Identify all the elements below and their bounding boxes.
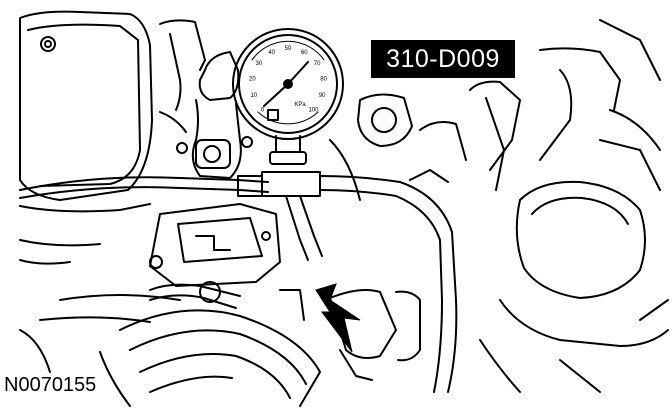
gauge-dial-number: 30 bbox=[256, 61, 263, 67]
gauge-dial-number: 0 bbox=[261, 108, 265, 114]
fuel-pressure-gauge-icon bbox=[232, 28, 344, 165]
gauge-tee bbox=[261, 171, 321, 197]
gauge-dial-number: 40 bbox=[268, 50, 275, 56]
air-intake-duct bbox=[119, 309, 321, 407]
gauge-dial-number: 70 bbox=[314, 61, 321, 67]
left-housing bbox=[19, 10, 153, 201]
gauge-dial-number: 20 bbox=[249, 76, 256, 82]
tool-label: 310-D009 bbox=[386, 45, 500, 73]
gauge-dial-number: 80 bbox=[320, 76, 327, 82]
tool-label-background bbox=[371, 40, 515, 78]
gauge-dial-number: 60 bbox=[301, 50, 308, 56]
callout-arrow-icon bbox=[315, 283, 361, 353]
gauge-dial-number: 100 bbox=[308, 108, 319, 114]
gauge-dial-number: 90 bbox=[319, 93, 326, 99]
gauge-dial-number: 50 bbox=[285, 46, 292, 52]
gauge-dial-number: 10 bbox=[250, 93, 257, 99]
gauge-unit: KPa bbox=[294, 102, 306, 108]
throttle-body bbox=[149, 203, 281, 287]
figure-id: N0070155 bbox=[4, 374, 97, 396]
